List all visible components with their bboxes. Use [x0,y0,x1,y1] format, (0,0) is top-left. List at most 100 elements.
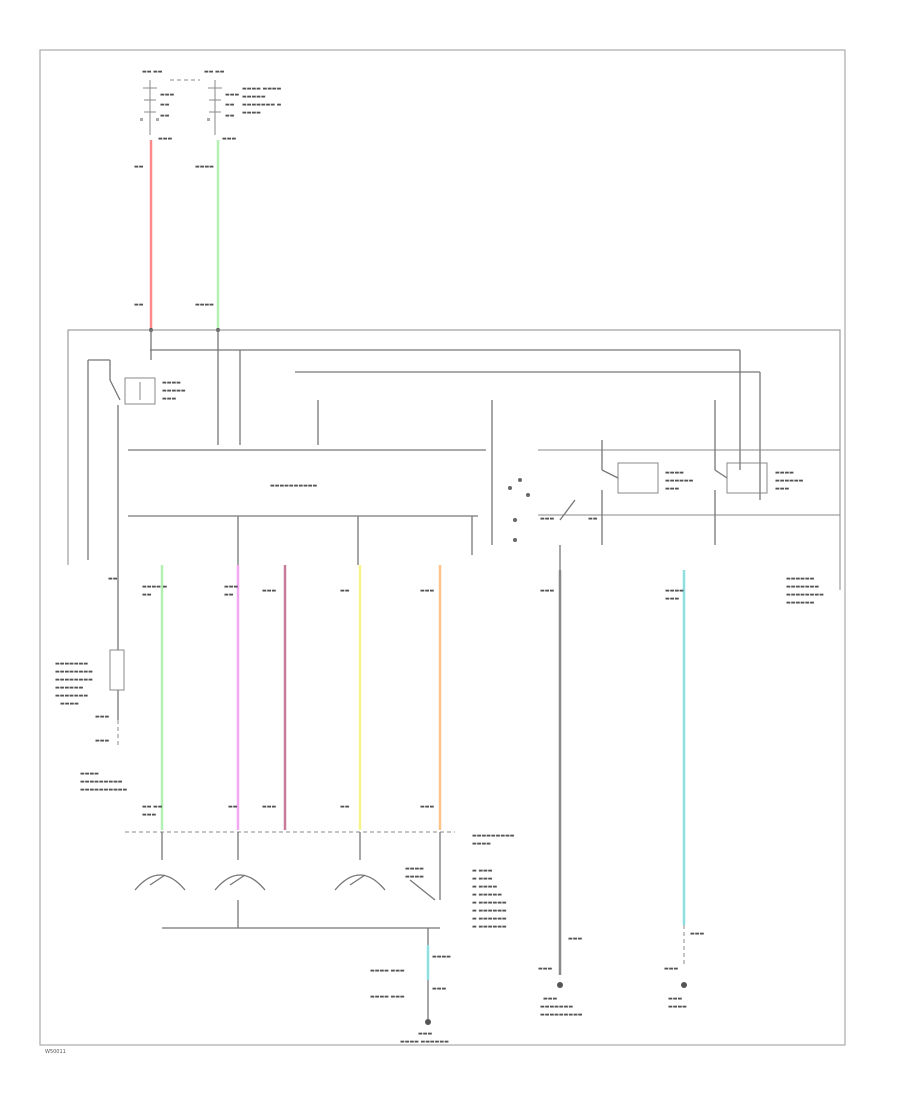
svg-text:▬▬▬: ▬▬▬ [668,996,682,1002]
diagram-code: W50011 [45,1049,66,1055]
svg-text:▬▬: ▬▬ [340,588,350,594]
svg-text:▬▬▬▬: ▬▬▬▬ [668,1004,687,1010]
svg-text:▬▬▬▬▬▬: ▬▬▬▬▬▬ [665,478,694,484]
svg-text:▬▬▬▬▬▬▬▬: ▬▬▬▬▬▬▬▬ [55,677,93,683]
svg-text:▬▬▬: ▬▬▬ [775,486,789,492]
svg-text:▬▬▬▬: ▬▬▬▬ [195,302,214,308]
svg-text:▬▬ ▬▬: ▬▬ ▬▬ [142,804,163,810]
ground-gray: ▬▬▬ ▬▬▬ ▬▬▬ ▬▬▬▬▬▬▬ ▬▬▬▬▬▬▬▬▬ [538,920,583,1018]
left-component: ▬▬▬▬▬▬▬ ▬▬▬▬▬▬▬▬ ▬▬▬▬▬▬▬▬ ▬▬▬▬▬▬ ▬▬▬▬▬▬▬… [55,560,128,793]
svg-text:▬▬▬▬▬▬▬▬▬: ▬▬▬▬▬▬▬▬▬ [472,833,515,839]
svg-text:▬ ▬▬▬▬▬▬: ▬ ▬▬▬▬▬▬ [472,908,507,914]
svg-text:▬▬▬: ▬▬▬ [538,966,552,972]
svg-text:▬▬: ▬▬ [225,102,235,108]
svg-text:▬ ▬▬▬: ▬ ▬▬▬ [472,868,493,874]
control-module-outline [67,329,841,590]
svg-text:▬▬▬: ▬▬▬ [543,996,557,1002]
svg-text:▬▬▬▬▬▬: ▬▬▬▬▬▬ [786,600,815,606]
relay-right-1: ▬▬▬▬ ▬▬▬▬▬▬ ▬▬▬ [601,440,694,545]
svg-text:▬▬▬▬ ▬▬▬▬▬▬: ▬▬▬▬ ▬▬▬▬▬▬ [400,1039,449,1045]
svg-text:▬▬▬▬: ▬▬▬▬ [195,164,214,170]
svg-text:▬▬▬▬: ▬▬▬▬ [242,110,261,116]
svg-text:▬▬▬: ▬▬▬ [160,92,174,98]
svg-text:▬▬▬: ▬▬▬ [540,516,554,522]
svg-text:▬▬▬▬: ▬▬▬▬ [775,470,794,476]
relay-right-2: ▬▬▬▬ ▬▬▬▬▬▬ ▬▬▬ [714,400,804,545]
svg-text:▬▬▬: ▬▬▬ [224,584,238,590]
svg-text:▬▬▬▬▬▬: ▬▬▬▬▬▬ [55,685,84,691]
svg-text:▬▬▬: ▬▬▬ [665,596,679,602]
svg-text:▬ ▬▬▬▬▬▬: ▬ ▬▬▬▬▬▬ [472,900,507,906]
svg-text:▬▬▬: ▬▬▬ [222,136,236,142]
relay-upper-left: ▬▬▬▬ ▬▬▬▬▬ ▬▬▬ [109,360,186,560]
svg-text:▬▬▬▬: ▬▬▬▬ [80,771,99,777]
svg-text:▬▬: ▬▬ [160,113,170,119]
svg-text:▬▬▬▬: ▬▬▬▬ [60,701,79,707]
svg-text:▬▬▬: ▬▬▬ [665,486,679,492]
switch-block: ▬▬▬ ▬▬ [491,400,840,570]
svg-text:▬▬: ▬▬ [225,113,235,119]
svg-text:▬▬▬▬: ▬▬▬▬ [472,841,491,847]
svg-text:▬▬▬: ▬▬▬ [690,931,704,937]
fuse-block-left: ▬▬ ▬▬ ▬▬▬ ▬▬ ▬▬ ▬▬▬ [140,69,174,142]
diagram-border [39,49,846,1046]
svg-text:▬▬▬: ▬▬▬ [432,986,446,992]
svg-text:▬▬▬: ▬▬▬ [225,92,239,98]
svg-text:▬▬▬: ▬▬▬ [162,396,176,402]
svg-text:▬▬▬▬ ▬▬▬▬: ▬▬▬▬ ▬▬▬▬ [242,86,282,92]
svg-text:▬▬▬: ▬▬▬ [262,804,276,810]
svg-text:▬▬▬: ▬▬▬ [158,136,172,142]
svg-text:▬▬▬: ▬▬▬ [664,966,678,972]
svg-text:▬▬▬: ▬▬▬ [568,936,582,942]
wire-labels: ▬▬ ▬▬▬▬ ▬ ▬▬ ▬▬▬ ▬▬ ▬▬▬ ▬▬ ▬▬▬ ▬▬▬ ▬▬▬▬ … [108,576,684,818]
svg-text:▬▬▬▬: ▬▬▬▬ [405,874,424,880]
svg-text:▬▬▬▬ ▬: ▬▬▬▬ ▬ [142,584,167,590]
svg-text:▬▬▬▬: ▬▬▬▬ [162,380,181,386]
svg-text:▬▬: ▬▬ [134,302,144,308]
svg-text:▬▬▬▬▬▬▬▬: ▬▬▬▬▬▬▬▬ [55,669,93,675]
svg-text:▬▬: ▬▬ [108,576,118,582]
svg-text:▬▬▬▬: ▬▬▬▬ [665,588,684,594]
ground-cyan: ▬▬▬ ▬▬▬ ▬▬▬ ▬▬▬▬ [664,925,704,1010]
svg-text:▬▬▬▬▬▬▬: ▬▬▬▬▬▬▬ [55,693,88,699]
svg-text:▬▬▬▬ ▬▬▬: ▬▬▬▬ ▬▬▬ [370,994,405,1000]
signal-wires [160,565,686,975]
svg-text:▬▬ ▬▬: ▬▬ ▬▬ [142,69,163,75]
module-label-right: ▬▬▬▬▬▬ ▬▬▬▬▬▬▬ ▬▬▬▬▬▬▬▬ ▬▬▬▬▬▬ [786,576,824,606]
svg-text:▬▬▬▬▬▬: ▬▬▬▬▬▬ [786,576,815,582]
svg-text:▬▬▬▬▬▬▬▬▬: ▬▬▬▬▬▬▬▬▬ [80,779,123,785]
svg-text:▬ ▬▬▬▬▬: ▬ ▬▬▬▬▬ [472,892,502,898]
multifunction-switch: ▬▬▬▬▬▬▬▬▬ ▬▬▬▬ ▬▬▬▬ ▬▬▬▬ ▬ ▬▬▬ ▬ ▬▬▬ ▬ ▬… [125,831,515,930]
svg-text:▬ ▬▬▬▬▬▬: ▬ ▬▬▬▬▬▬ [472,916,507,922]
svg-text:▬▬▬: ▬▬▬ [95,738,109,744]
svg-text:▬▬▬▬▬▬▬: ▬▬▬▬▬▬▬ [540,1004,573,1010]
fuse-block-right: ▬▬ ▬▬ ▬▬▬ ▬▬ ▬▬ ▬▬▬ ▬▬▬▬ ▬▬▬▬ ▬▬▬▬▬ ▬▬▬▬… [204,69,282,142]
svg-text:▬▬▬: ▬▬▬ [262,588,276,594]
central-module: ▬▬▬▬▬▬▬▬▬▬ [128,449,486,517]
svg-text:▬▬▬▬▬▬: ▬▬▬▬▬▬ [775,478,804,484]
svg-text:▬ ▬▬▬▬▬▬: ▬ ▬▬▬▬▬▬ [472,924,507,930]
svg-text:▬▬: ▬▬ [224,592,234,598]
svg-text:▬▬▬▬▬: ▬▬▬▬▬ [162,388,186,394]
svg-text:▬▬▬▬▬▬▬▬: ▬▬▬▬▬▬▬▬ [786,592,824,598]
svg-text:▬▬: ▬▬ [340,804,350,810]
svg-text:▬▬▬▬▬▬▬▬▬: ▬▬▬▬▬▬▬▬▬ [540,1012,583,1018]
svg-text:▬ ▬▬▬: ▬ ▬▬▬ [472,876,493,882]
svg-text:▬▬▬▬▬▬▬ ▬: ▬▬▬▬▬▬▬ ▬ [242,102,282,108]
svg-text:▬▬▬: ▬▬▬ [418,1031,432,1037]
svg-text:▬▬▬: ▬▬▬ [420,804,434,810]
svg-text:▬▬▬: ▬▬▬ [420,588,434,594]
svg-text:▬ ▬▬▬▬: ▬ ▬▬▬▬ [472,884,497,890]
svg-text:▬▬: ▬▬ [588,516,598,522]
svg-text:▬▬▬: ▬▬▬ [540,588,554,594]
svg-text:▬▬▬▬▬▬▬: ▬▬▬▬▬▬▬ [786,584,819,590]
svg-text:▬▬▬▬: ▬▬▬▬ [665,470,684,476]
svg-text:▬▬▬▬▬▬▬: ▬▬▬▬▬▬▬ [55,661,88,667]
svg-text:▬▬ ▬▬: ▬▬ ▬▬ [204,69,225,75]
ground-center: ▬▬▬▬ ▬▬▬ ▬▬▬▬ ▬▬▬ ▬▬▬▬ ▬▬▬ ▬▬▬ ▬▬▬▬ ▬▬▬▬… [370,928,451,1045]
svg-text:▬▬▬▬▬▬▬▬▬▬: ▬▬▬▬▬▬▬▬▬▬ [80,787,128,793]
svg-text:▬▬▬: ▬▬▬ [95,714,109,720]
svg-text:▬▬: ▬▬ [160,102,170,108]
svg-text:▬▬▬▬: ▬▬▬▬ [432,954,451,960]
